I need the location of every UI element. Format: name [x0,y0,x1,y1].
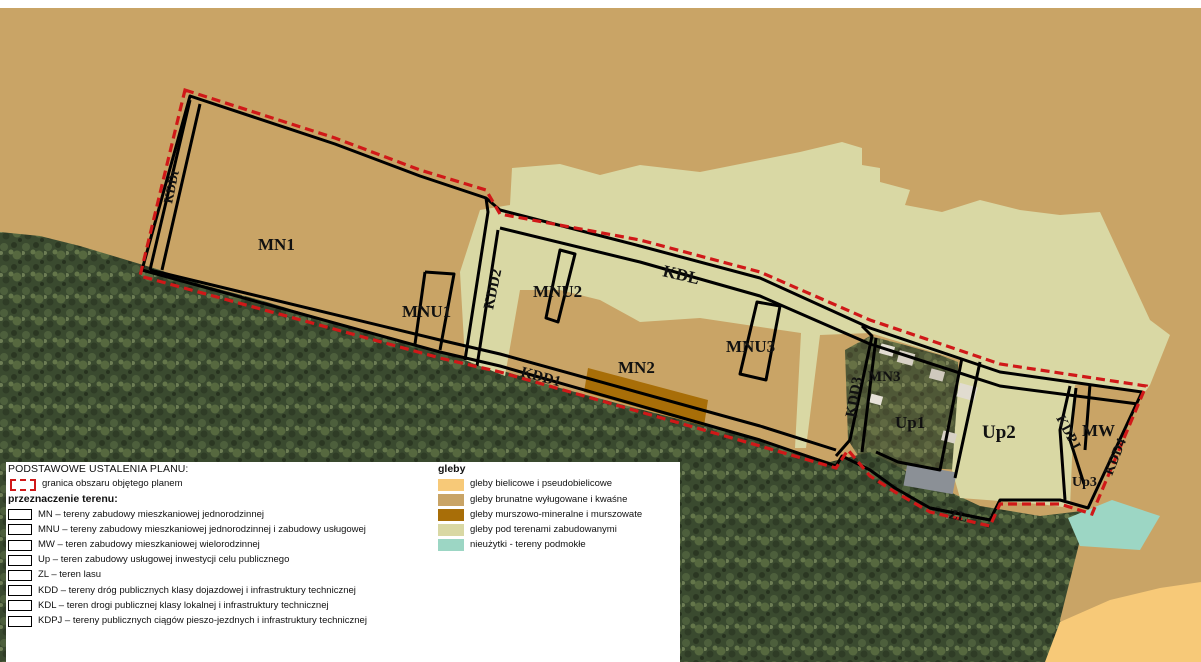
legend-landuse-label: KDD – tereny dróg publicznych klasy doja… [38,584,356,596]
zone-line-kdpj [1068,383,1092,485]
zone-label-kdd3: KDD3 [843,376,866,419]
zone-line-mnu1 [413,270,456,351]
legend-row-landuse: KDPJ – tereny publicznych ciągów pieszo-… [8,614,438,629]
zone-label-mnu2: MNU2 [533,282,582,301]
zone-line-up1 [875,357,982,479]
zone-line-up2 [1058,385,1072,501]
map-legend: PODSTAWOWE USTALENIA PLANU: granica obsz… [6,462,680,662]
legend-landuse-label: Up – teren zabudowy usługowej inwestycji… [38,554,290,566]
legend-row-soil: nieużytki - tereny podmokłe [438,538,680,553]
landuse-swatch [8,524,32,536]
zone-line-kdd1 [149,268,837,452]
boundary-swatch [10,478,36,491]
landuse-swatch [8,539,32,551]
legend-boundary-label: granica obszaru objętego planem [42,478,183,490]
zone-label-up3: Up3 [1072,475,1097,490]
soil-swatch [438,478,464,491]
landuse-swatch [8,570,32,582]
legend-title: PODSTAWOWE USTALENIA PLANU: [8,463,189,475]
soil-swatch [438,539,464,552]
legend-row-landuse: KDL – teren drogi publicznej klasy lokal… [8,598,438,613]
legend-soil-label: nieużytki - tereny podmokłe [470,539,586,551]
zone-label-up2: Up2 [982,422,1016,443]
zone-line-mnu2 [544,248,577,324]
legend-plan-column: PODSTAWOWE USTALENIA PLANU: granica obsz… [8,462,438,629]
zone-line-kdl [499,226,1139,406]
legend-row-soil: gleby murszowo-mineralne i murszowate [438,507,680,522]
legend-row-soil: gleby brunatne wyługowane i kwaśne [438,492,680,507]
legend-soil-label: gleby pod terenami zabudowanymi [470,524,617,536]
soil-swatch [438,524,464,537]
landuse-swatch [8,585,32,597]
zone-line-kdd3 [834,324,878,457]
zone-line-kddt [148,99,202,271]
legend-landuse-label: ZL – teren lasu [38,569,102,581]
soil-murszowe-area [584,368,708,426]
zone-label-mn2: MN2 [618,358,655,377]
zone-label-mnu1: MNU1 [402,302,451,321]
landuse-swatch [8,554,32,566]
landuse-swatch [8,615,32,627]
legend-soil-label: gleby murszowo-mineralne i murszowate [470,508,643,520]
soil-swatch [438,508,464,521]
legend-row-boundary: granica obszaru objętego planem [8,477,438,492]
zone-label-zl: ZL [947,507,968,526]
landuse-swatch [8,600,32,612]
zone-line-mnu3 [738,300,782,382]
zone-label-mw: MW [1082,421,1115,440]
legend-soil-label: gleby brunatne wyługowane i kwaśne [470,493,628,505]
legend-row-landuse: MN – tereny zabudowy mieszkaniowej jedno… [8,507,438,522]
zone-label-mn3: MN3 [868,369,901,385]
legend-row-soil: gleby pod terenami zabudowanymi [438,523,680,538]
zone-label-mn1: MN1 [258,235,295,254]
soil-zabudowane-area [460,142,1170,508]
legend-landuse-heading: przeznaczenie terenu: [8,493,118,506]
legend-landuse-label: KDPJ – tereny publicznych ciągów pieszo-… [38,614,367,626]
legend-landuse-label: KDL – teren drogi publicznej klasy lokal… [38,599,329,611]
zone-line-zl [929,506,991,522]
legend-soil-label: gleby bielicowe i pseudobielicowe [470,478,613,490]
soil-swatch [438,493,464,506]
legend-row-landuse: Up – teren zabudowy usługowej inwestycji… [8,553,438,568]
legend-landuse-label: MNU – tereny zabudowy mieszkaniowej jedn… [38,523,366,535]
legend-row-landuse: MW – teren zabudowy mieszkaniowej wielor… [8,538,438,553]
landuse-swatch [8,509,32,521]
legend-row-landuse: KDD – tereny dróg publicznych klasy doja… [8,583,438,598]
legend-row-landuse: MNU – tereny zabudowy mieszkaniowej jedn… [8,522,438,537]
zone-label-mnu3: MNU3 [726,337,775,356]
zone-line-kdd2 [463,197,500,367]
soil-bielicowe-area [1045,582,1201,662]
legend-landuse-label: MN – tereny zabudowy mieszkaniowej jedno… [38,508,265,520]
legend-row-landuse: ZL – teren lasu [8,568,438,583]
zone-label-kddt: KDDt [160,168,182,204]
legend-row-soil: gleby bielicowe i pseudobielicowe [438,477,680,492]
zone-label-up1: Up1 [895,413,925,432]
legend-soils-column: gleby gleby bielicowe i pseudobielicowe … [438,462,680,553]
top-white-margin [0,0,1201,8]
legend-landuse-label: MW – teren zabudowy mieszkaniowej wielor… [38,539,260,551]
plan-boundary[interactable] [138,87,1149,528]
legend-soils-heading: gleby [438,463,466,475]
